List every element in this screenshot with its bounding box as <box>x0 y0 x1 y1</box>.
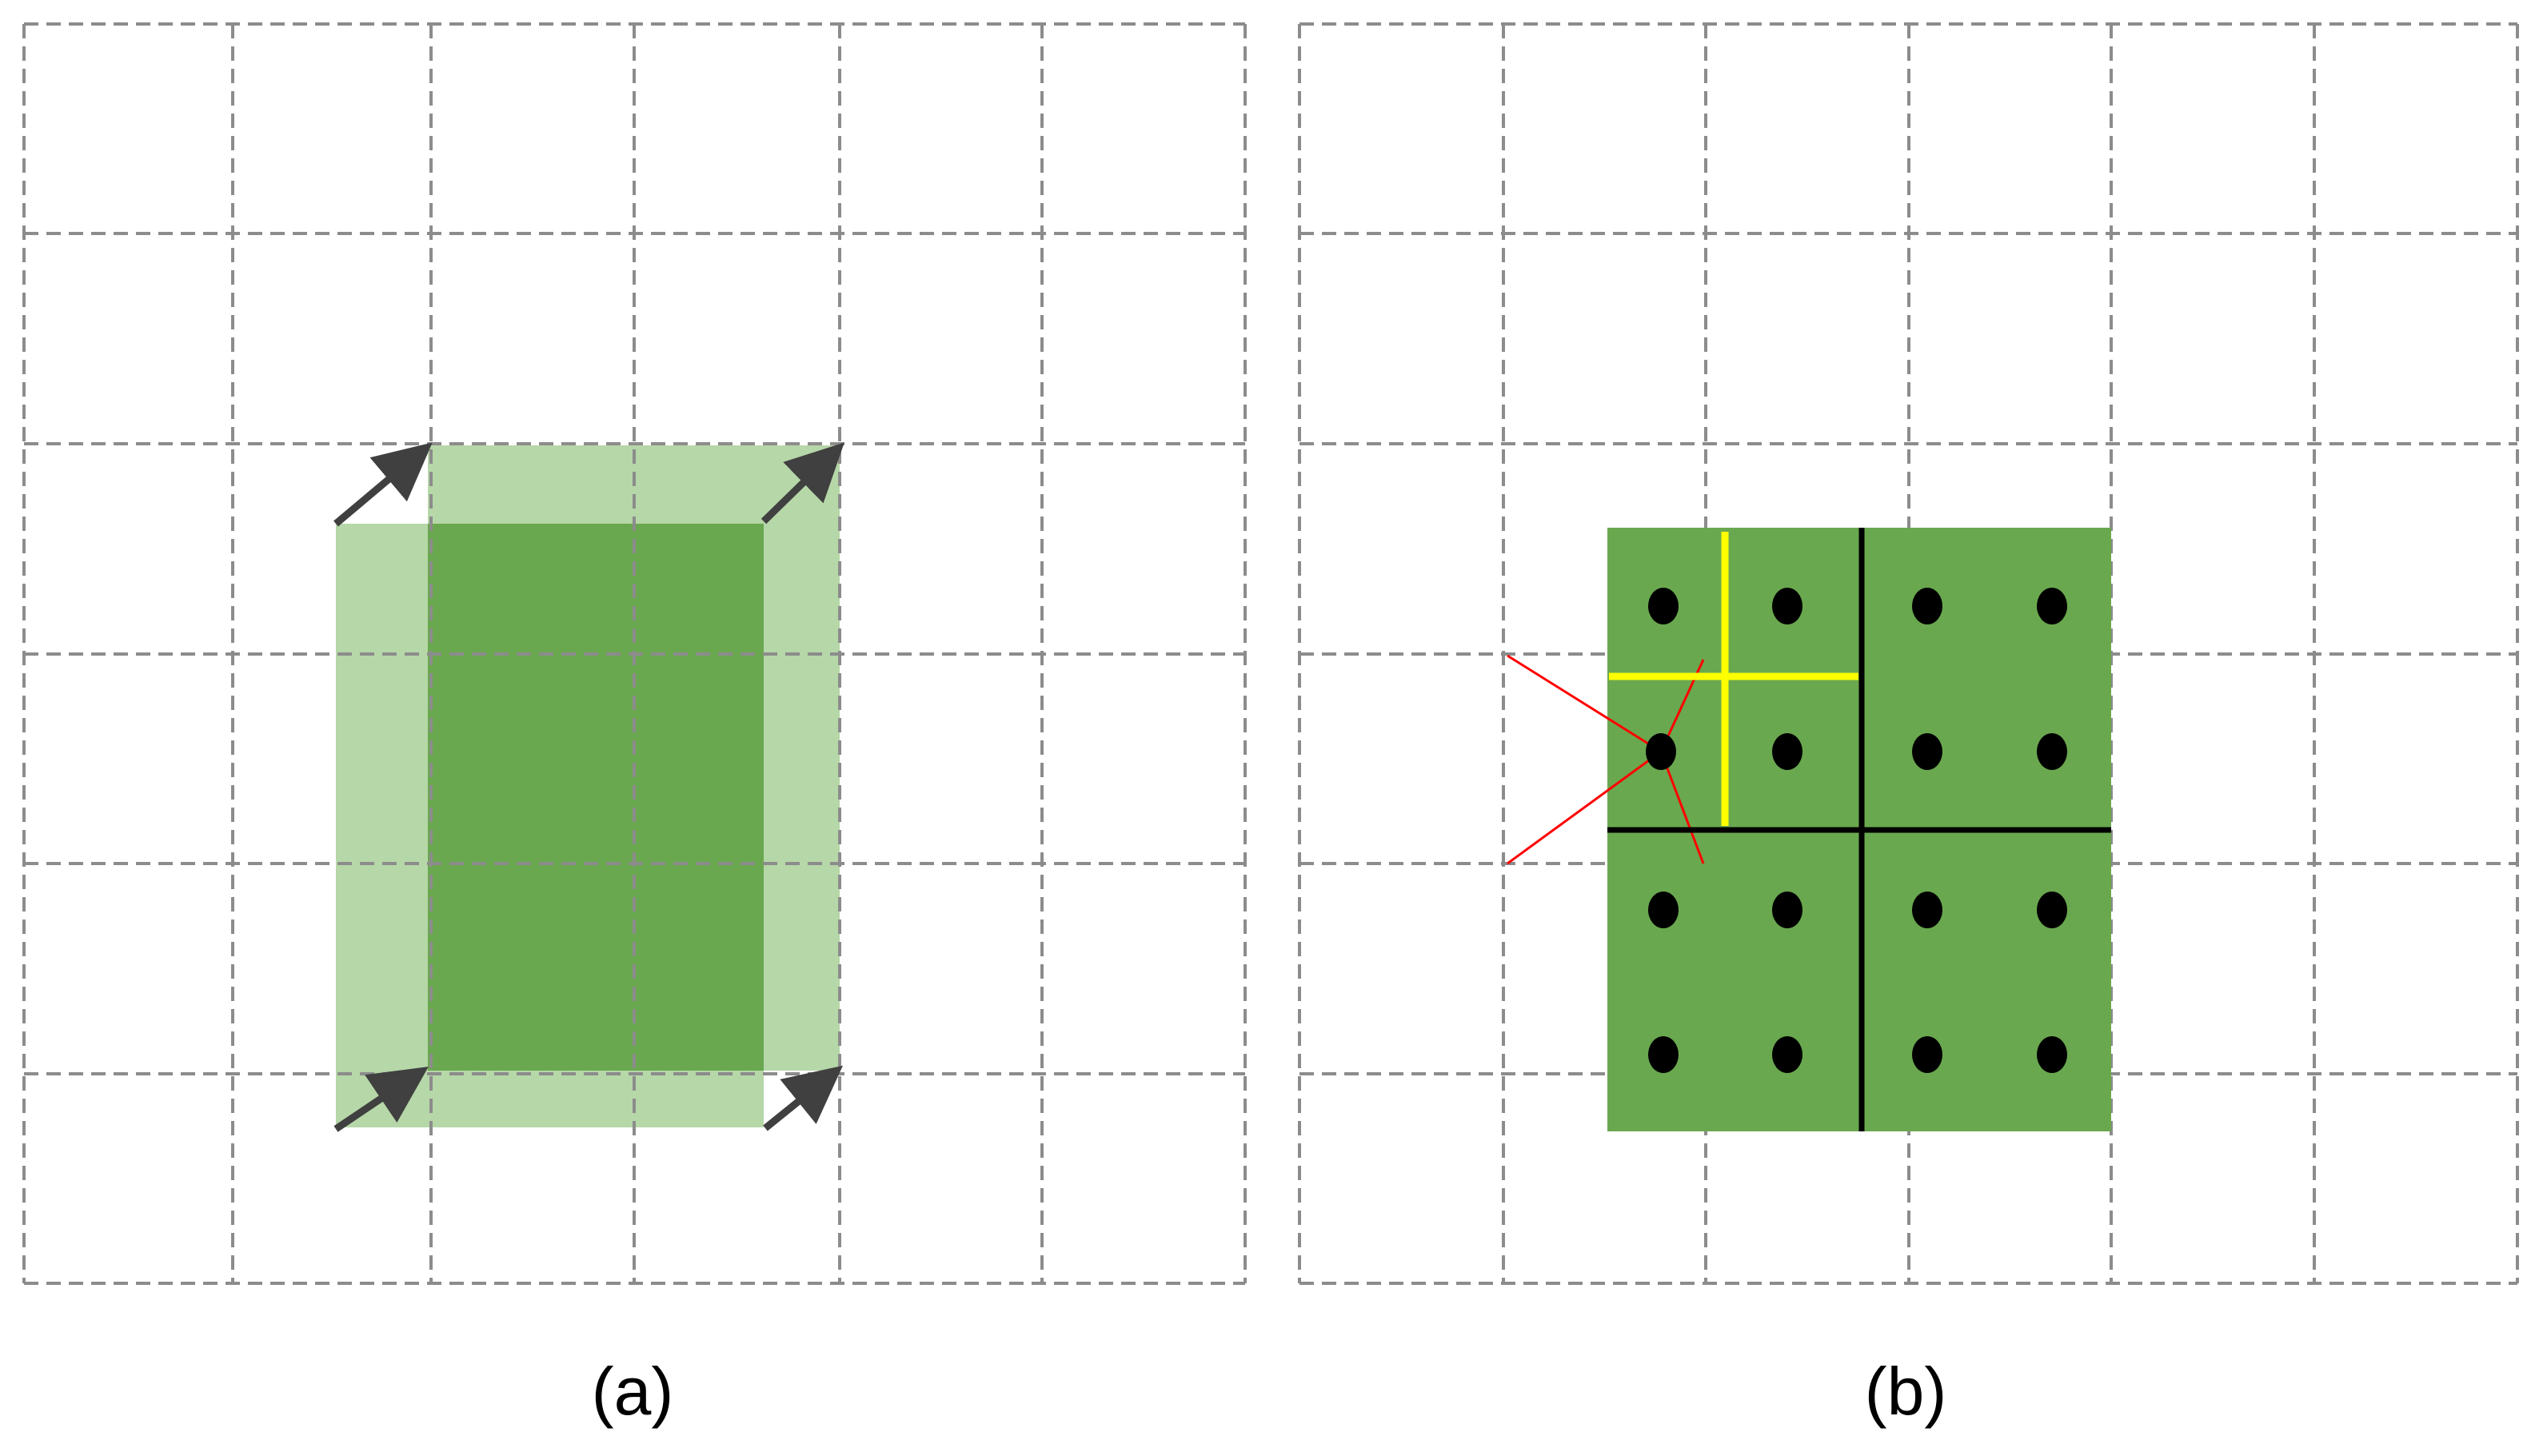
sample-point <box>1772 892 1802 928</box>
caption-a: (a) <box>591 1354 674 1429</box>
panel-b-subcell-dividers <box>1609 532 1858 826</box>
panel-b-points <box>1646 588 2067 1073</box>
panel-a-grid <box>22 22 1247 1285</box>
sample-point <box>1646 733 1676 770</box>
sample-point <box>1772 588 1802 624</box>
sample-point <box>1772 1036 1802 1073</box>
interpolation-line <box>1507 654 1662 753</box>
arrow-icon <box>333 1066 429 1132</box>
arrow-icon <box>761 442 844 525</box>
arrow-icon <box>333 442 433 527</box>
sample-point <box>1912 892 1942 928</box>
sample-point <box>1912 588 1942 624</box>
sample-point <box>1912 733 1942 770</box>
sample-point <box>1912 1036 1942 1073</box>
sample-point <box>2037 733 2067 770</box>
sample-point <box>2037 892 2067 928</box>
sample-point <box>1648 1036 1679 1073</box>
sample-point <box>1648 892 1679 928</box>
panel-b <box>1298 22 2519 1285</box>
interpolation-line <box>1659 751 1705 864</box>
sample-point <box>2037 588 2067 624</box>
sample-point <box>2037 1036 2067 1073</box>
interpolation-line <box>1507 750 1662 865</box>
caption-b: (b) <box>1864 1354 1947 1429</box>
panel-b-quadrant-dividers <box>1607 528 2111 1131</box>
sample-point <box>1772 733 1802 770</box>
panel-a-arrows <box>333 442 844 1132</box>
arrow-icon <box>763 1065 844 1131</box>
panel-a <box>22 22 1247 1285</box>
panel-a-dark-box <box>428 524 764 1071</box>
sample-point <box>1648 588 1679 624</box>
